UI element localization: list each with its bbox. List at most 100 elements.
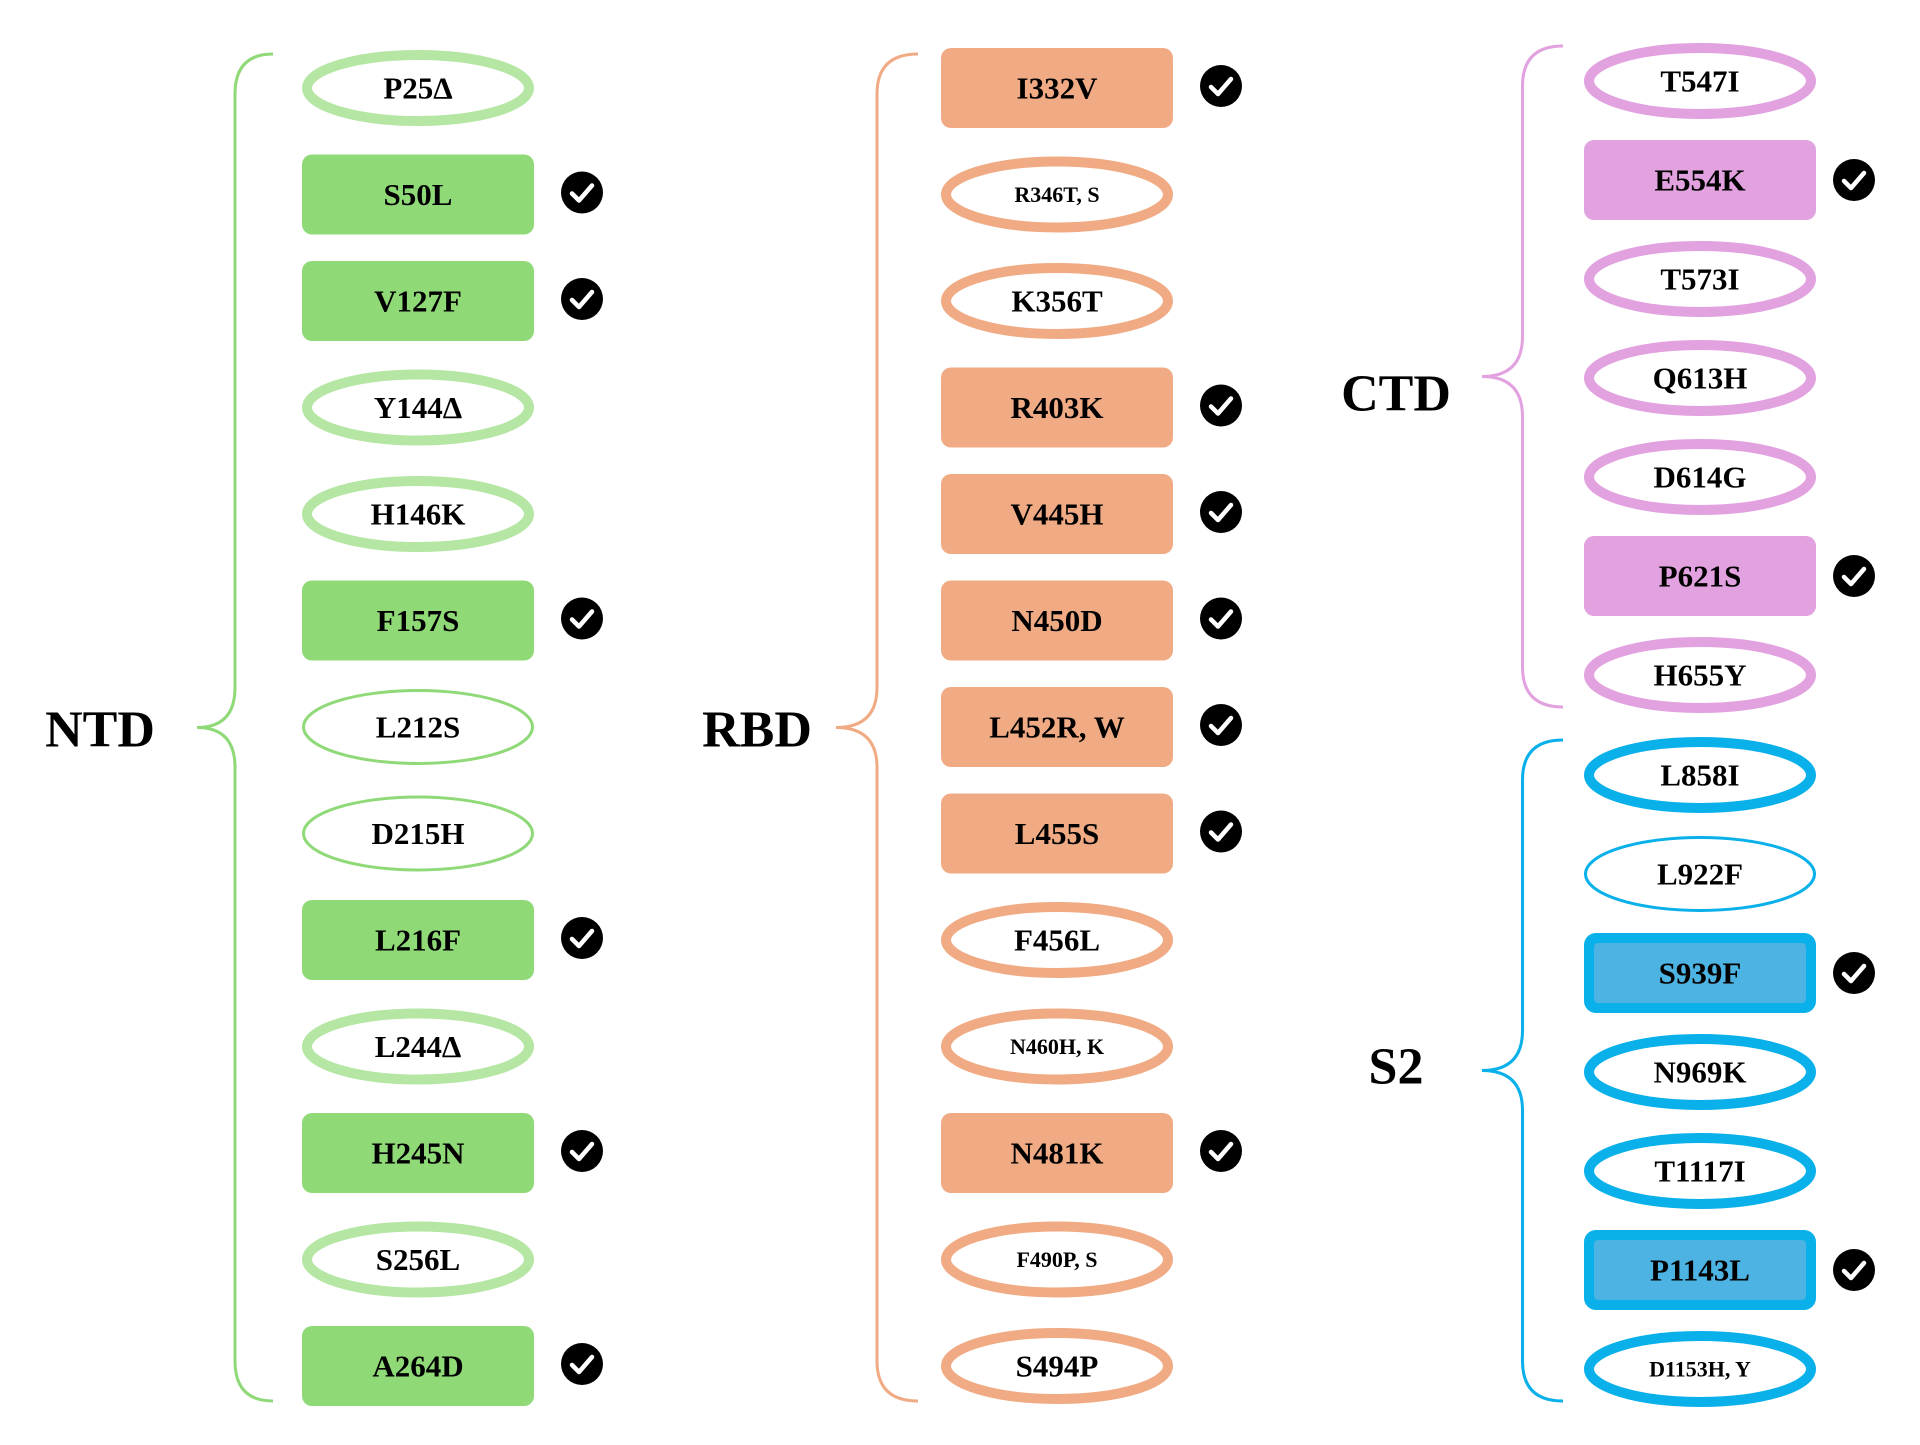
mutation-label: R403K bbox=[1011, 390, 1104, 425]
brace-rbd bbox=[835, 52, 919, 1403]
mutation-label: N460H, K bbox=[1010, 1034, 1104, 1059]
mutation-r346t-s: R346T, S bbox=[941, 156, 1173, 233]
mutation-label: L216F bbox=[375, 923, 461, 958]
mutation-label: H146K bbox=[371, 497, 466, 532]
mutation-h146k: H146K bbox=[302, 476, 534, 552]
mutation-n481k: N481K bbox=[941, 1113, 1173, 1193]
group-label-ntd: NTD bbox=[45, 702, 155, 759]
mutation-l922f: L922F bbox=[1584, 836, 1816, 912]
check-circle-icon bbox=[1200, 491, 1242, 533]
mutation-label: S939F bbox=[1659, 956, 1742, 991]
mutation-label: L455S bbox=[1015, 816, 1099, 851]
check-circle-icon bbox=[1833, 1249, 1875, 1291]
mutation-l216f: L216F bbox=[302, 900, 534, 980]
mutation-label: E554K bbox=[1654, 163, 1745, 198]
mutation-label: H245N bbox=[372, 1136, 465, 1171]
check-circle-icon bbox=[1833, 159, 1875, 201]
mutation-r403k: R403K bbox=[941, 367, 1173, 448]
mutation-label: T573I bbox=[1660, 262, 1739, 297]
mutation-label: A264D bbox=[372, 1349, 463, 1384]
check-circle-icon bbox=[1200, 704, 1242, 746]
mutation-l244del: L244Δ bbox=[302, 1008, 534, 1085]
group-label-rbd: RBD bbox=[702, 702, 812, 759]
mutation-d1153h-y: D1153H, Y bbox=[1584, 1331, 1816, 1407]
mutation-h245n: H245N bbox=[302, 1113, 534, 1193]
mutation-s256l: S256L bbox=[302, 1221, 534, 1298]
check-circle-icon bbox=[1200, 810, 1242, 853]
mutation-label: L452R, W bbox=[989, 710, 1125, 745]
mutation-d215h: D215H bbox=[302, 795, 534, 872]
mutation-label: Q613H bbox=[1653, 361, 1748, 396]
mutation-label: P621S bbox=[1659, 559, 1742, 594]
mutation-n460h-k: N460H, K bbox=[941, 1008, 1173, 1085]
mutation-f490p-s: F490P, S bbox=[941, 1221, 1173, 1298]
mutation-label: T547I bbox=[1660, 64, 1739, 99]
mutation-label: D215H bbox=[372, 816, 465, 851]
mutation-label: F456L bbox=[1014, 923, 1100, 958]
check-circle-icon bbox=[1833, 555, 1875, 597]
check-circle-icon bbox=[561, 1130, 603, 1172]
mutation-s494p: S494P bbox=[941, 1328, 1173, 1404]
mutation-l212s: L212S bbox=[302, 689, 534, 765]
mutation-e554k: E554K bbox=[1584, 140, 1816, 220]
check-circle-icon bbox=[561, 917, 603, 959]
mutation-s50l: S50L bbox=[302, 154, 534, 235]
mutation-l455s: L455S bbox=[941, 793, 1173, 874]
mutation-f456l: F456L bbox=[941, 902, 1173, 978]
mutation-label: L858I bbox=[1660, 758, 1739, 793]
brace-s2 bbox=[1481, 738, 1564, 1403]
mutation-label: S494P bbox=[1016, 1349, 1099, 1384]
mutation-v445h: V445H bbox=[941, 474, 1173, 554]
group-label-ctd: CTD bbox=[1341, 366, 1451, 423]
mutation-h655y: H655Y bbox=[1584, 637, 1816, 713]
mutation-l858i: L858I bbox=[1584, 737, 1816, 813]
mutation-label: V445H bbox=[1011, 497, 1104, 532]
mutation-label: L212S bbox=[376, 710, 460, 745]
brace-ctd bbox=[1481, 44, 1564, 709]
mutation-label: F157S bbox=[377, 603, 460, 638]
mutation-q613h: Q613H bbox=[1584, 340, 1816, 416]
mutation-label: T1117I bbox=[1654, 1154, 1745, 1189]
mutation-label: N969K bbox=[1654, 1055, 1747, 1090]
mutation-label: Y144Δ bbox=[374, 390, 462, 425]
check-circle-icon bbox=[1200, 384, 1242, 427]
mutation-a264d: A264D bbox=[302, 1326, 534, 1406]
mutation-label: P1143L bbox=[1650, 1253, 1750, 1288]
check-circle-icon bbox=[1200, 65, 1242, 107]
mutation-p621s: P621S bbox=[1584, 536, 1816, 616]
mutation-t573i: T573I bbox=[1584, 241, 1816, 317]
mutation-f157s: F157S bbox=[302, 580, 534, 661]
mutation-t1117i: T1117I bbox=[1584, 1133, 1816, 1209]
check-circle-icon bbox=[1833, 952, 1875, 994]
group-label-s2: S2 bbox=[1369, 1039, 1424, 1096]
check-circle-icon bbox=[561, 1343, 603, 1385]
mutation-y144del: Y144Δ bbox=[302, 369, 534, 446]
mutation-label: I332V bbox=[1017, 71, 1099, 106]
mutation-label: V127F bbox=[374, 284, 462, 319]
mutation-k356t: K356T bbox=[941, 263, 1173, 339]
mutation-label: H655Y bbox=[1654, 658, 1747, 693]
mutation-label: F490P, S bbox=[1016, 1247, 1097, 1272]
mutation-p1143l: P1143L bbox=[1584, 1230, 1816, 1310]
mutation-t547i: T547I bbox=[1584, 43, 1816, 119]
mutation-label: S256L bbox=[376, 1242, 460, 1277]
mutation-label: N450D bbox=[1011, 603, 1102, 638]
mutation-s939f: S939F bbox=[1584, 933, 1816, 1013]
mutation-label: K356T bbox=[1011, 284, 1103, 319]
mutation-label: L922F bbox=[1657, 857, 1743, 892]
check-circle-icon bbox=[1200, 597, 1242, 640]
mutation-i332v: I332V bbox=[941, 48, 1173, 128]
check-circle-icon bbox=[561, 171, 603, 214]
mutation-label: D614G bbox=[1654, 460, 1747, 495]
mutation-n969k: N969K bbox=[1584, 1034, 1816, 1110]
mutation-v127f: V127F bbox=[302, 261, 534, 341]
mutation-label: S50L bbox=[384, 177, 453, 212]
check-circle-icon bbox=[561, 597, 603, 640]
mutation-label: R346T, S bbox=[1014, 182, 1099, 207]
mutation-label: P25Δ bbox=[383, 71, 452, 106]
mutation-l452r-w: L452R, W bbox=[941, 687, 1173, 767]
check-circle-icon bbox=[1200, 1130, 1242, 1172]
mutation-p25del: P25Δ bbox=[302, 50, 534, 126]
mutation-label: N481K bbox=[1011, 1136, 1104, 1171]
